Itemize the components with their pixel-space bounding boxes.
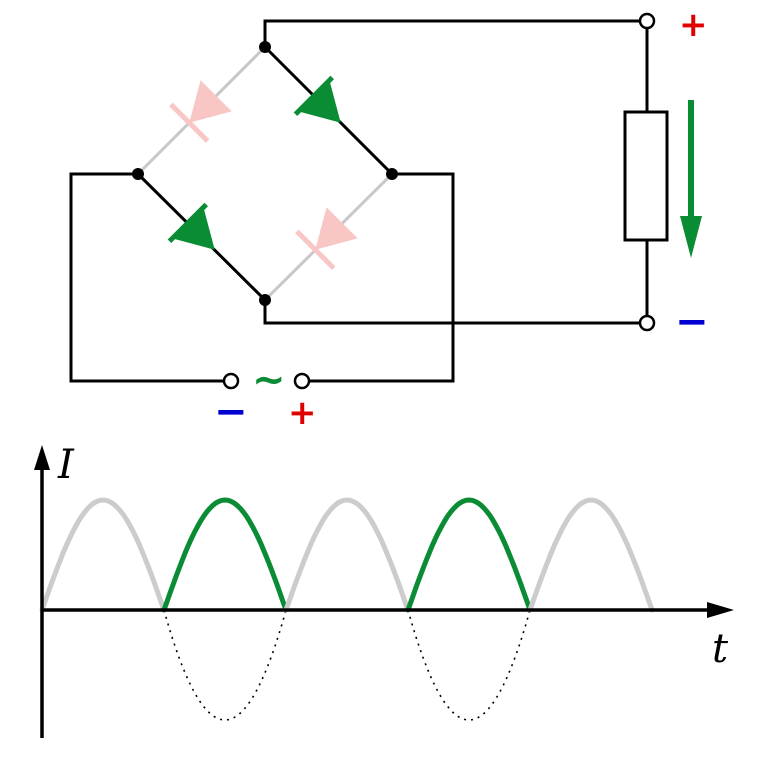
wire-left-loop (69, 172, 224, 383)
circuit: + − ~ − + (69, 5, 709, 435)
junction-dot-right (386, 168, 398, 180)
diode-icon (167, 202, 215, 250)
y-axis-label: I (57, 442, 75, 488)
y-axis-arrow-icon (34, 445, 50, 470)
inactive-half-wave (527, 497, 655, 613)
wire-top-to-output (263, 19, 647, 47)
wire-bottom-to-output (263, 300, 647, 325)
input-minus-label: − (214, 389, 248, 435)
diode-icon (293, 75, 341, 123)
diode-icon (169, 80, 232, 143)
inactive-half-wave (39, 497, 167, 613)
open-terminal-icon (293, 372, 311, 390)
x-axis-arrow-icon (707, 602, 734, 618)
negative-half-wave-dotted (163, 609, 287, 721)
resistor-icon (623, 110, 669, 242)
inactive-half-wave (283, 497, 411, 613)
x-axis-label: t (712, 626, 729, 672)
open-terminal-icon (638, 12, 656, 30)
diode-icon (295, 207, 358, 270)
negative-half-wave-dotted (407, 609, 531, 721)
open-terminal-icon (222, 372, 240, 390)
current-graph: I t (34, 442, 734, 738)
wire-right-loop (309, 172, 455, 383)
rectified-waves (39, 497, 655, 613)
ac-source-symbol: ~ (252, 357, 286, 403)
output-plus-label: + (679, 5, 708, 45)
active-half-wave (161, 497, 289, 613)
junction-dot-top (259, 41, 271, 53)
open-terminal-icon (638, 314, 656, 332)
input-plus-label: + (288, 393, 317, 433)
arrow-down-icon (680, 100, 702, 258)
active-half-wave (405, 497, 533, 613)
output-minus-label: − (675, 299, 709, 345)
junction-dot-left (132, 168, 144, 180)
junction-dot-bottom (259, 294, 271, 306)
